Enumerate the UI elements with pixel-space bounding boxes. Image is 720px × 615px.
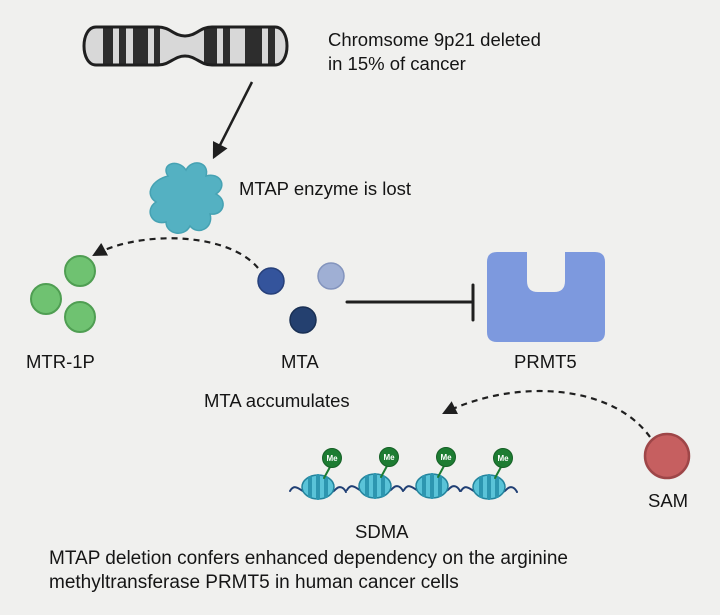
- me-label: Me: [497, 454, 509, 463]
- figure-caption-line2: methyltransferase PRMT5 in human cancer …: [49, 572, 459, 593]
- mta-label: MTA: [281, 351, 319, 372]
- mtap-reaction-dashed-arrow: [92, 237, 259, 269]
- me-mark-icon: [322, 448, 342, 468]
- me-label: Me: [326, 454, 338, 463]
- mta-molecules: [257, 262, 345, 334]
- sam-molecule: [643, 432, 691, 480]
- chromosome-illustration: [82, 25, 289, 67]
- mta-accumulates-label: MTA accumulates: [204, 390, 350, 411]
- prmt5-shape: [487, 252, 605, 342]
- me-mark-icon: [379, 447, 399, 467]
- sam-label: SAM: [648, 490, 689, 511]
- deletion-arrow: [212, 81, 254, 160]
- nucleosome-icon: Me: [288, 448, 348, 501]
- sdma-nucleosomes: Me Me Me Me: [288, 447, 519, 501]
- me-label: Me: [383, 453, 395, 462]
- prmt5-label: PRMT5: [514, 351, 577, 372]
- mtr1p-molecules: [30, 255, 96, 333]
- nucleosome-icon: Me: [345, 447, 405, 500]
- chromosome-bands: [103, 27, 275, 65]
- mtap-lost-label: MTAP enzyme is lost: [239, 178, 412, 199]
- me-mark-icon: [436, 447, 456, 467]
- figure-caption-line1: MTAP deletion confers enhanced dependenc…: [49, 548, 568, 569]
- mtap-enzyme-blob: [149, 162, 224, 234]
- me-mark-icon: [493, 448, 513, 468]
- nucleosome-icon: Me: [402, 447, 462, 500]
- sam-to-sdma-dashed-arrow: [442, 390, 651, 438]
- chromosome-note-line1: Chromsome 9p21 deleted: [328, 29, 541, 50]
- me-label: Me: [440, 453, 452, 462]
- mtr1p-label: MTR-1P: [26, 351, 95, 372]
- nucleosome-icon: Me: [459, 448, 519, 501]
- sdma-label: SDMA: [355, 521, 409, 542]
- chromosome-note-line2: in 15% of cancer: [328, 53, 466, 74]
- inhibition-tbar: [345, 283, 475, 322]
